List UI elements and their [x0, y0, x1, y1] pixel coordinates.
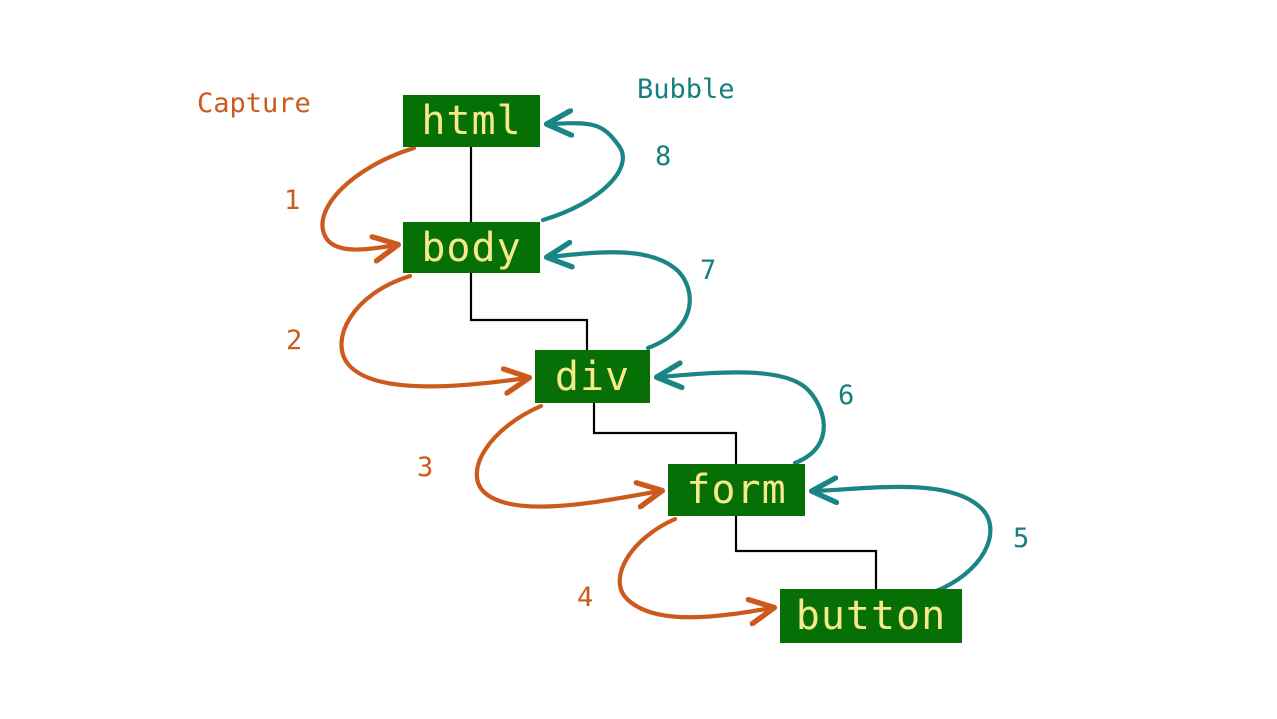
- bubble-step-6-label: 6: [838, 380, 855, 411]
- capture-step-1-label: 1: [284, 185, 301, 216]
- capture-arrow-2-body-to-div: [339, 273, 527, 386]
- capture-arrow-1-html-to-body: [320, 145, 417, 250]
- bubble-arrow-7-div-to-body: [549, 252, 692, 351]
- bubble-arrow-6-form-to-div: [659, 372, 826, 466]
- node-form[interactable]: form: [668, 464, 805, 516]
- capture-arrow-4-form-to-button: [617, 516, 772, 617]
- tree-connectors: [469, 145, 878, 591]
- tree-link-form-button: [734, 514, 878, 591]
- capture-phase-label: Capture: [197, 88, 311, 119]
- capture-step-4-label: 4: [577, 582, 594, 613]
- bubble-step-8-label: 8: [655, 141, 672, 172]
- bubble-arrow-5-button-to-form: [814, 487, 993, 595]
- capture-arrow-3-div-to-form: [474, 403, 660, 507]
- node-div[interactable]: div: [535, 350, 650, 403]
- node-html[interactable]: html: [403, 95, 540, 147]
- bubble-step-5-label: 5: [1013, 523, 1030, 554]
- capture-step-3-label: 3: [417, 452, 434, 483]
- bubble-arrow-8-body-to-html: [540, 123, 625, 223]
- tree-link-body-div: [469, 271, 589, 352]
- bubble-phase-label: Bubble: [637, 74, 735, 105]
- bubble-arrows: [540, 123, 993, 595]
- capture-step-2-label: 2: [286, 325, 303, 356]
- node-body[interactable]: body: [403, 222, 540, 273]
- node-button[interactable]: button: [780, 589, 962, 643]
- bubble-step-7-label: 7: [700, 255, 717, 286]
- capture-arrows: [320, 145, 772, 617]
- tree-link-div-form: [592, 401, 738, 466]
